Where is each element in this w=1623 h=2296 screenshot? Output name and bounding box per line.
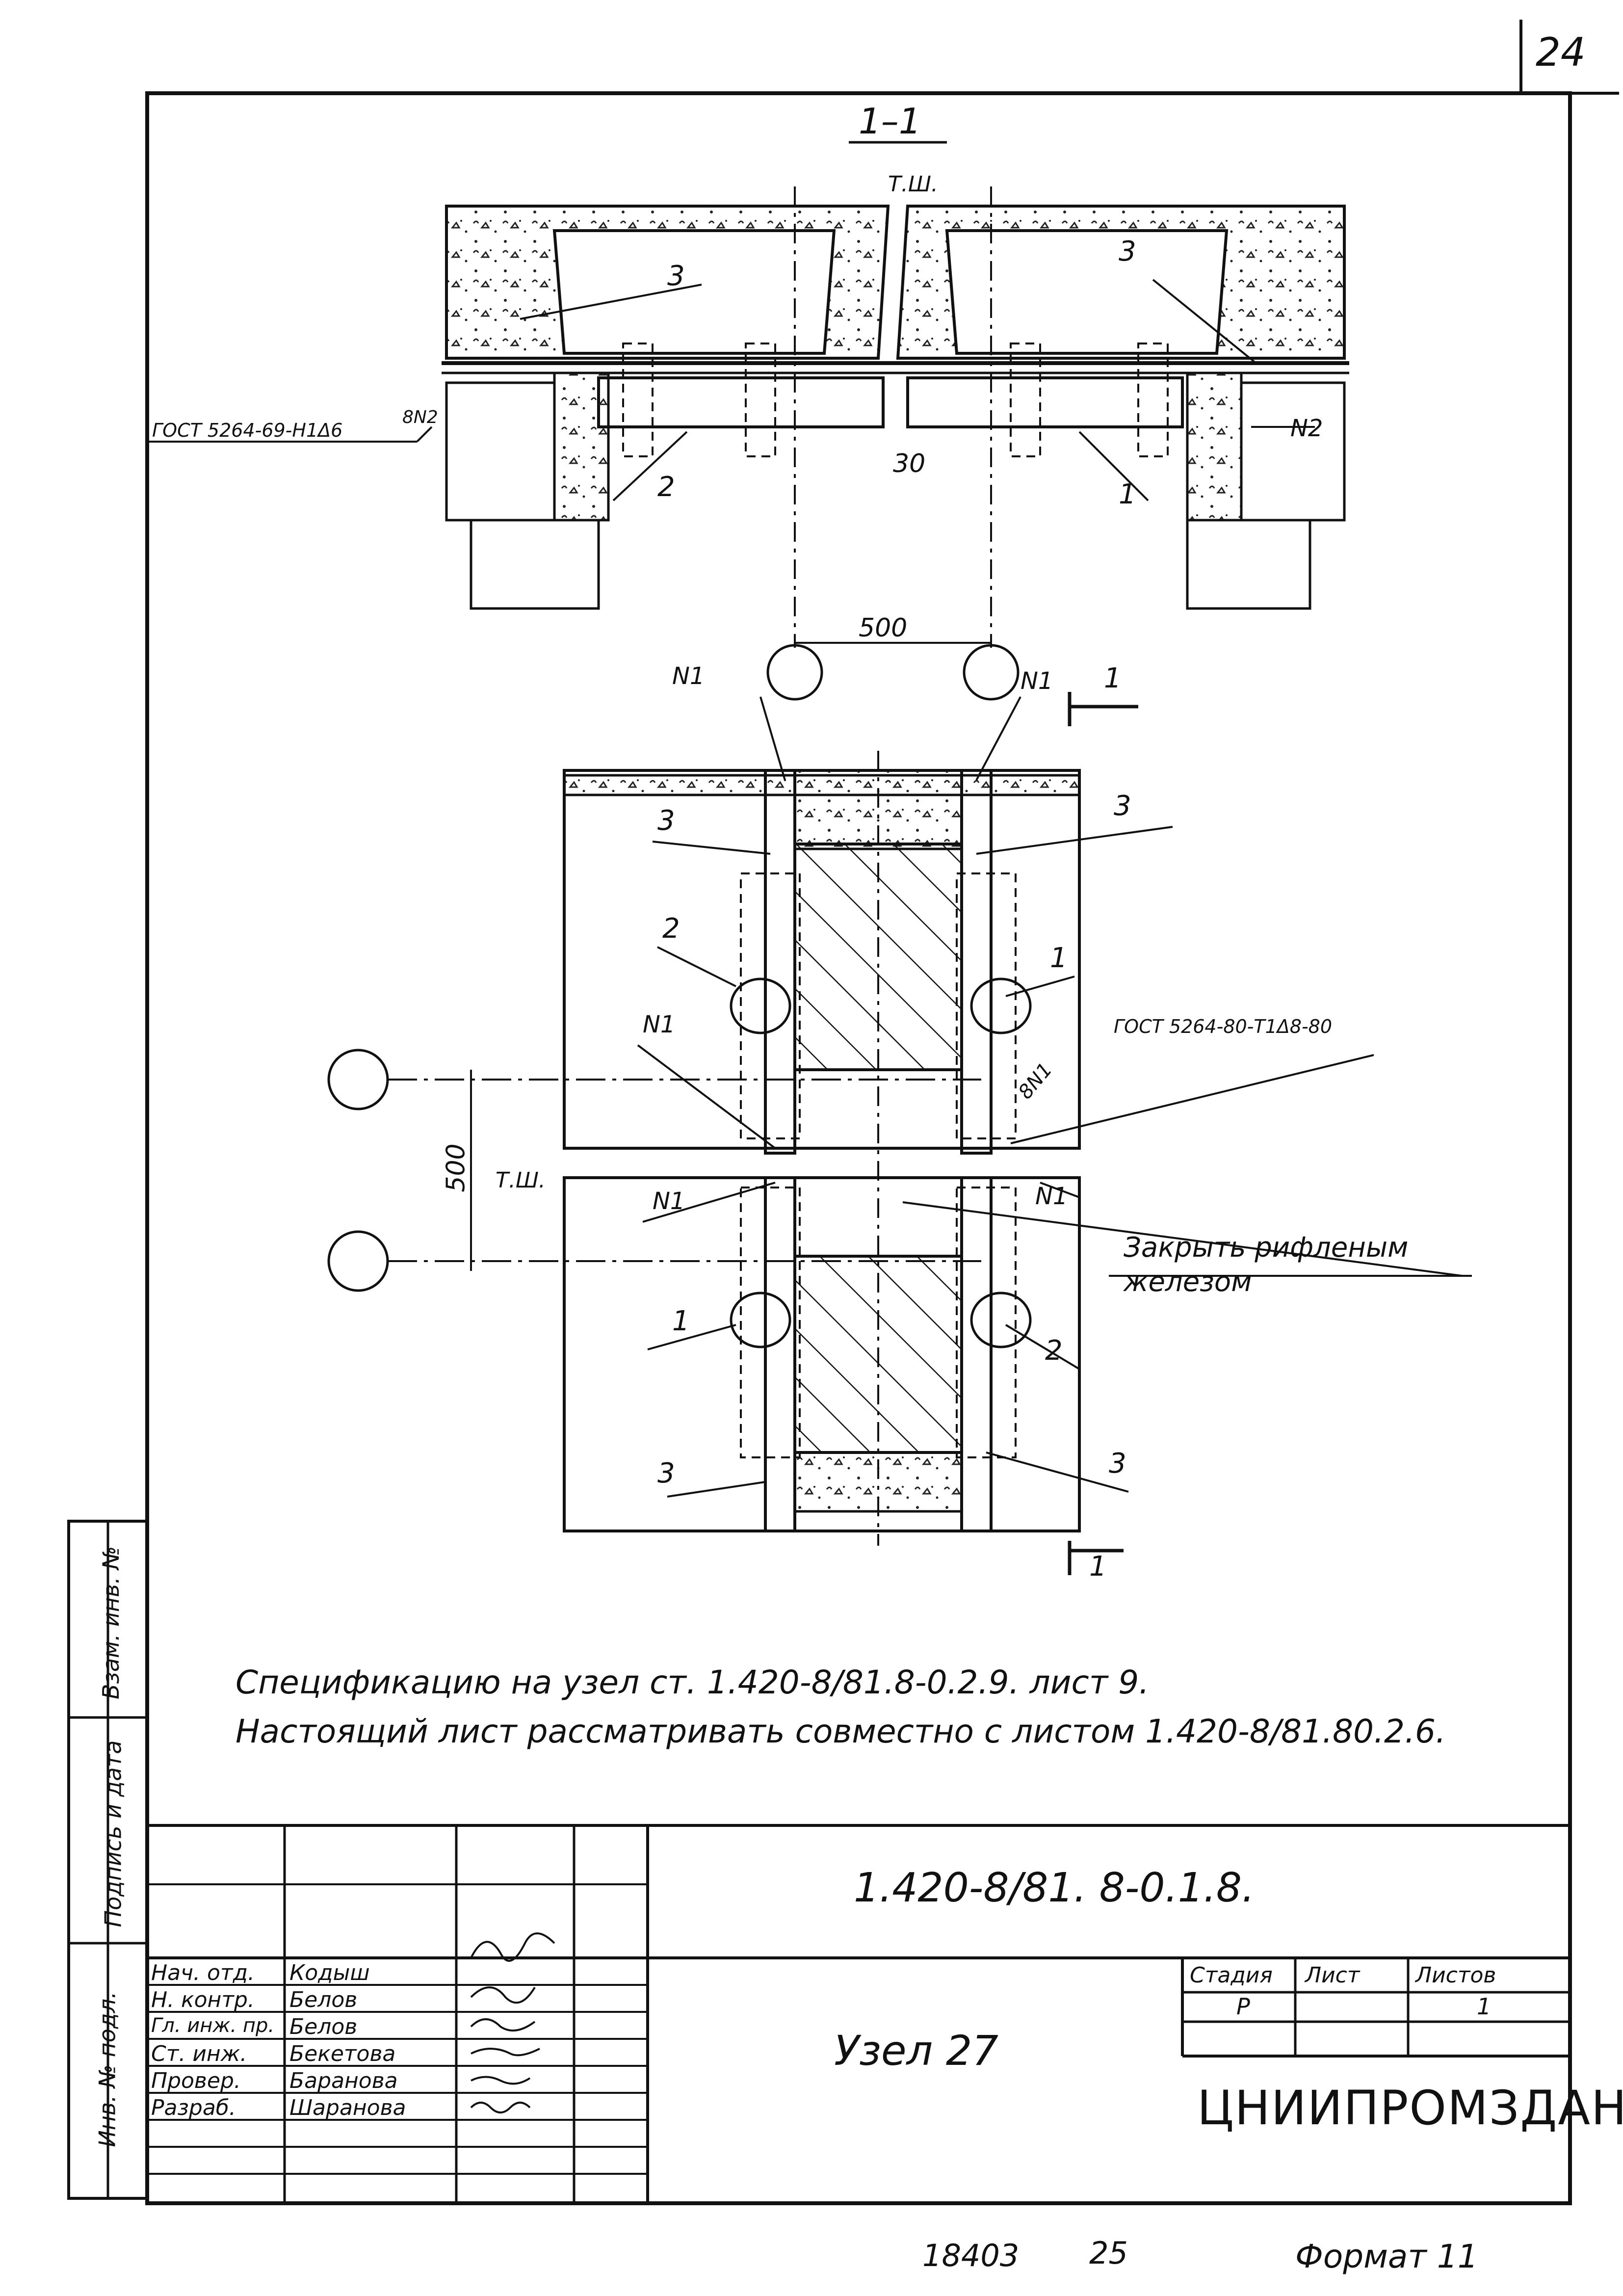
label-gost-top: ГОСТ 5264-69-Н1Δ6 (152, 420, 343, 441)
item-3-top-right: 3 (1119, 236, 1136, 267)
sheet-frame (67, 20, 1619, 2205)
label-weld-8n2: 8N2 (402, 407, 438, 427)
item-1-plan-b: 1 (672, 1305, 690, 1337)
signature-baranova (471, 2076, 531, 2085)
label-n1-a: N1 (672, 662, 705, 690)
item-2-plan-a: 2 (662, 913, 680, 945)
sheet-number: 24 (1536, 29, 1586, 75)
label-dim-30: 30 (893, 449, 926, 478)
staff-role-1: Н. контр. (151, 1987, 255, 2012)
staff-name-2: Белов (289, 2014, 358, 2039)
item-3-plan-d: 3 (1109, 1448, 1126, 1479)
stage-label: Стадия (1190, 1963, 1273, 1988)
label-dim-500-top: 500 (859, 613, 908, 643)
note-line-2: Настоящий лист рассматривать совместно с… (236, 1713, 1446, 1750)
signature-belov-2 (470, 2018, 536, 2032)
archive-number: 18403 (922, 2238, 1020, 2273)
copy-number: 25 (1089, 2235, 1128, 2271)
label-n1-e: N1 (1035, 1183, 1068, 1210)
note-cover: Закрыть рифленым (1124, 1232, 1409, 1264)
item-1-plan-a: 1 (1050, 942, 1068, 974)
stage-value: Р (1236, 1993, 1250, 2020)
item-2-plan-b: 2 (1045, 1335, 1063, 1367)
item-3-top-left: 3 (667, 260, 685, 292)
item-3-plan-b: 3 (1114, 790, 1131, 822)
section-mark-bottom: 1 (1089, 1551, 1107, 1583)
section-mark-top: 1 (1104, 662, 1122, 694)
staff-name-5: Шаранова (289, 2095, 406, 2120)
note-cover-2: железом (1124, 1266, 1252, 1298)
label-n1-c: N1 (643, 1011, 676, 1038)
section-1-1 (147, 141, 1349, 701)
signature-beketova (471, 2048, 540, 2057)
note-line-1: Спецификацию на узел ст. 1.420-8/81.8-0.… (236, 1663, 1150, 1701)
staff-role-5: Разраб. (151, 2095, 236, 2120)
format-label: Формат 11 (1295, 2238, 1478, 2275)
item-2-top: 2 (657, 471, 675, 503)
sheet-label: Лист (1305, 1963, 1360, 1988)
drawing-title: Узел 27 (834, 2027, 998, 2075)
staff-role-3: Ст. инж. (151, 2041, 247, 2066)
item-1-top: 1 (1119, 478, 1136, 510)
label-gost-mid: ГОСТ 5264-80-Т1Δ8-80 (1114, 1016, 1333, 1037)
signature-sharanova (470, 2102, 531, 2113)
sheets-label: Листов (1415, 1963, 1496, 1988)
staff-name-0: Кодыш (289, 1960, 370, 1985)
label-weld-n2: N2 (1290, 415, 1323, 442)
label-ts-mid: Т.Ш. (496, 1168, 546, 1193)
label-n1-d: N1 (653, 1188, 685, 1215)
staff-name-1: Белов (289, 1987, 358, 2012)
staff-role-0: Нач. отд. (151, 1960, 255, 1985)
signature-kodysh (470, 1932, 555, 1962)
label-n1-b: N1 (1021, 667, 1053, 695)
plan-view (327, 692, 1472, 1575)
doc-code: 1.420-8/81. 8-0.1.8. (854, 1865, 1255, 1911)
sheets-value: 1 (1477, 1993, 1492, 2020)
section-title: 1–1 (859, 101, 921, 142)
organization: ЦНИИПРОМЗДАНИЙ (1197, 2081, 1623, 2136)
signature-belov-1 (470, 1986, 536, 2004)
staff-name-4: Баранова (289, 2068, 398, 2093)
staff-role-2: Гл. инж. пр. (151, 2014, 275, 2037)
item-3-plan-a: 3 (657, 805, 675, 837)
staff-role-4: Провер. (151, 2068, 241, 2093)
title-block-frame (147, 1824, 1570, 2203)
label-ts-top: Т.Ш. (888, 172, 938, 197)
item-3-plan-c: 3 (657, 1457, 675, 1489)
staff-name-3: Бекетова (289, 2041, 396, 2066)
